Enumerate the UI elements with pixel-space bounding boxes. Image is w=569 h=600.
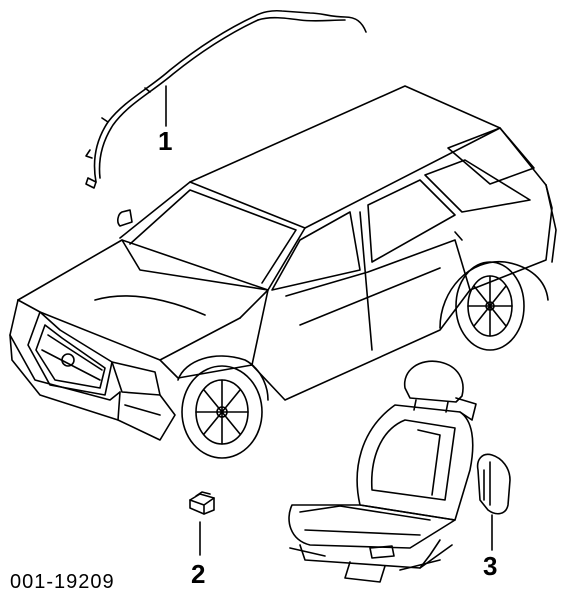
seat-icon	[288, 360, 477, 583]
callout-2: 2	[191, 559, 206, 589]
curtain-airbag-icon	[85, 9, 367, 189]
sensor-icon	[189, 491, 215, 515]
side-airbag-module-icon	[476, 453, 511, 515]
vehicle-icon	[9, 85, 557, 459]
document-id: 001-19209	[10, 571, 115, 593]
callout-1: 1	[158, 126, 173, 156]
callout-3: 3	[483, 551, 498, 581]
